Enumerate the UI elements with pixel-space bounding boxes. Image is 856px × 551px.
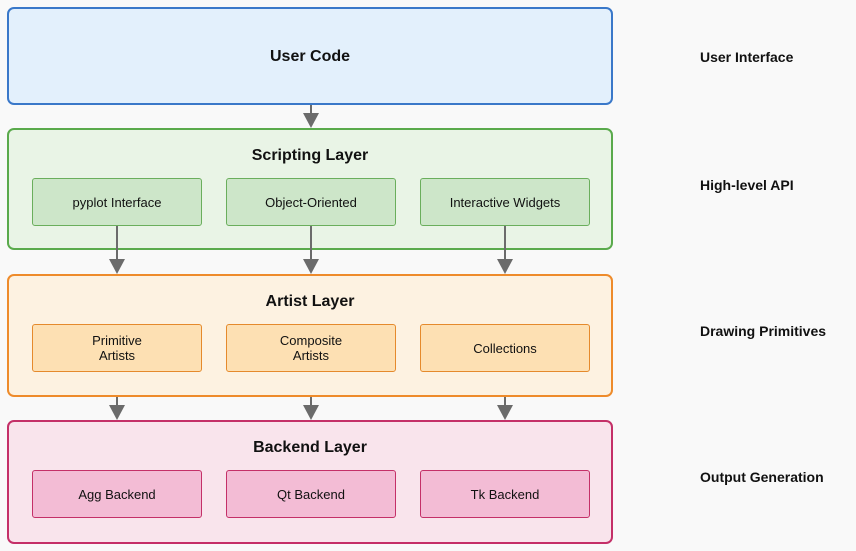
arrow-user-to-scripting — [303, 105, 319, 128]
pyplot-interface-box: pyplot Interface — [32, 178, 202, 226]
side-label-drawing-primitives: Drawing Primitives — [700, 323, 827, 339]
arrow-composite-to-backend — [303, 397, 319, 420]
side-label-output-generation: Output Generation — [700, 469, 824, 485]
tk-backend-box: Tk Backend — [420, 470, 590, 518]
composite-artists-box: Composite Artists — [226, 324, 396, 372]
user-code-title: User Code — [269, 48, 351, 65]
side-label-user-interface: User Interface — [700, 49, 794, 65]
arrow-primitive-to-backend — [109, 397, 125, 420]
arrow-collections-to-backend — [497, 397, 513, 420]
backend-layer: Backend Layer Agg Backend Qt Backend Tk … — [7, 420, 613, 544]
side-label-high-level-api: High-level API — [700, 177, 794, 193]
backend-layer-title: Backend Layer — [253, 439, 367, 456]
interactive-widgets-box: Interactive Widgets — [420, 178, 590, 226]
user-code-layer: User Code — [7, 7, 613, 105]
collections-box: Collections — [420, 324, 590, 372]
scripting-layer-title: Scripting Layer — [251, 147, 369, 164]
object-oriented-box: Object-Oriented — [226, 178, 396, 226]
primitive-artists-box: Primitive Artists — [32, 324, 202, 372]
artist-layer: Artist Layer Primitive Artists Composite… — [7, 274, 613, 397]
qt-backend-box: Qt Backend — [226, 470, 396, 518]
artist-layer-title: Artist Layer — [265, 293, 355, 310]
scripting-layer: Scripting Layer pyplot Interface Object-… — [7, 128, 613, 250]
agg-backend-box: Agg Backend — [32, 470, 202, 518]
